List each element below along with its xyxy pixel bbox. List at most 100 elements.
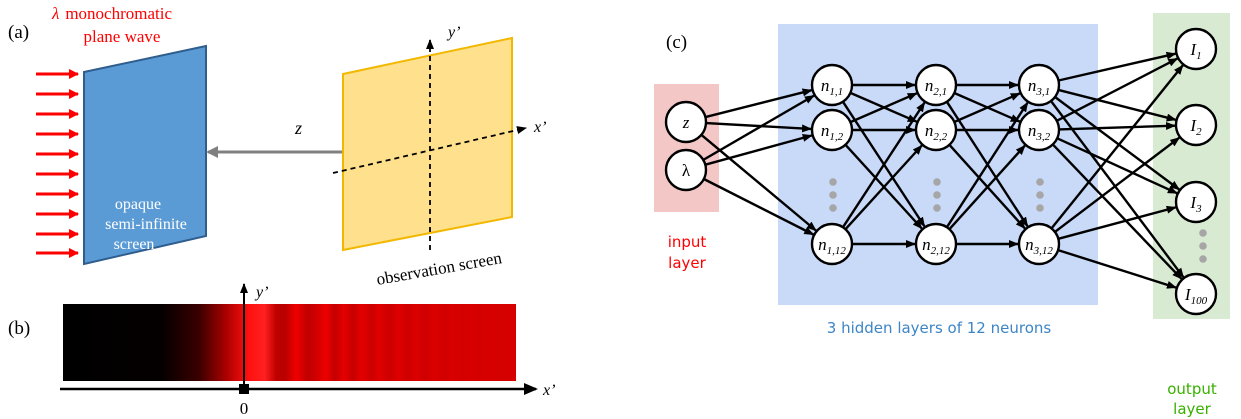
connection-arrow xyxy=(1056,57,1179,122)
input-layer-title-2: layer xyxy=(668,254,706,272)
hidden-neuron-circle xyxy=(810,108,854,152)
hidden-neuron: n1,12 xyxy=(810,222,854,266)
wave-caption-line1: λ monochromatic xyxy=(51,4,173,23)
network-connections xyxy=(700,51,1185,289)
hidden-neuron-circle xyxy=(914,222,958,266)
output-layer-title-1: output xyxy=(1167,380,1217,398)
hidden-ellipsis-dots xyxy=(829,178,1044,212)
hidden-neuron: n3,2 xyxy=(1017,108,1061,152)
distance-label: z xyxy=(294,118,302,138)
hidden-neuron: n1,2 xyxy=(810,108,854,152)
output-node-circle xyxy=(1174,103,1218,147)
diffraction-pattern xyxy=(63,304,516,381)
lambda-symbol: λ xyxy=(51,4,59,23)
output-node: I2 xyxy=(1174,103,1218,147)
connection-arrow xyxy=(1050,64,1184,230)
node-label: n1,1 xyxy=(821,76,843,98)
connection-arrow xyxy=(844,144,923,231)
y-prime-label-a: y’ xyxy=(446,24,460,41)
observation-screen-label: observation screen xyxy=(375,248,504,289)
opaque-screen-label-2: semi-infinite xyxy=(105,216,187,233)
opaque-screen-label-3: screen xyxy=(114,236,155,253)
connection-arrow xyxy=(1058,121,1176,131)
connection-arrow xyxy=(705,121,812,133)
node-label: I1 xyxy=(1189,40,1201,62)
connection-arrow xyxy=(703,177,815,236)
connection-arrow xyxy=(1058,88,1177,122)
node-label: n2,2 xyxy=(925,121,948,143)
connection-arrow xyxy=(948,144,1026,231)
origin-label: 0 xyxy=(240,399,249,418)
node-label: z xyxy=(682,113,690,132)
input-node: z xyxy=(664,100,708,144)
node-label: n3,2 xyxy=(1028,121,1051,143)
x-prime-axis xyxy=(332,126,527,174)
opaque-screen-label-1: opaque xyxy=(115,196,161,213)
node-label: n3,12 xyxy=(1025,235,1053,257)
connection-arrow xyxy=(841,101,926,228)
node-label: I2 xyxy=(1189,116,1202,138)
hidden-neuron-circle xyxy=(914,108,958,152)
network-nodes: z λ n1,1 n1,2 n1,12 n2,1 n2,2 n2,12 n3,1 n3,2 n3,1… xyxy=(664,27,1218,316)
x-prime-label-a: x’ xyxy=(533,119,546,136)
node-label: I3 xyxy=(1189,193,1202,215)
wave-caption-text: monochromatic xyxy=(65,4,172,23)
node-label: n2,1 xyxy=(925,76,947,98)
node-label: n3,1 xyxy=(1028,76,1050,98)
node-label: I100 xyxy=(1184,285,1208,307)
connection-arrow xyxy=(1058,51,1177,82)
panel-c-label: (c) xyxy=(666,32,687,53)
node-label: n1,2 xyxy=(821,121,844,143)
opaque-screen xyxy=(83,44,207,266)
panel-a-label: (a) xyxy=(8,22,29,43)
hidden-neuron: n2,12 xyxy=(914,222,958,266)
output-node-circle xyxy=(1174,27,1218,71)
incident-wave-arrows xyxy=(36,69,79,258)
connection-arrow xyxy=(1051,143,1183,280)
node-label: n1,12 xyxy=(818,235,846,257)
hidden-neuron-circle xyxy=(810,222,854,266)
x-prime-label-b: x’ xyxy=(542,382,555,399)
panel-c: (c) input layer 3 hidden layers of 12 ne… xyxy=(654,13,1230,418)
panel-b-label: (b) xyxy=(8,318,30,339)
connection-arrow xyxy=(945,101,1029,228)
hidden-neuron-circle xyxy=(1017,108,1061,152)
panel-a: (a) λ monochromatic plane wave opaque sem… xyxy=(8,4,546,289)
connection-arrow xyxy=(1054,136,1181,233)
output-node: I1 xyxy=(1174,27,1218,71)
output-node: I100 xyxy=(1174,272,1218,316)
hidden-neuron: n2,1 xyxy=(914,63,958,107)
connection-arrow xyxy=(705,88,813,119)
connection-arrow xyxy=(704,134,813,166)
connection-arrow xyxy=(702,94,815,161)
hidden-neuron-circle xyxy=(810,63,854,107)
panel-b: (b) y’ x’ 0 xyxy=(8,283,555,418)
input-layer-title-1: input xyxy=(668,233,707,251)
output-layer-title-2: layer xyxy=(1173,400,1211,418)
input-node-circle xyxy=(664,100,708,144)
hidden-neuron: n3,12 xyxy=(1017,222,1061,266)
connection-arrow xyxy=(1057,248,1177,289)
node-label: n2,12 xyxy=(922,235,950,257)
hidden-neuron-circle xyxy=(1017,222,1061,266)
input-node: λ xyxy=(664,148,708,192)
output-node: I3 xyxy=(1174,180,1218,224)
connection-arrow xyxy=(953,92,1021,124)
connection-arrow xyxy=(1056,137,1178,195)
node-label: λ xyxy=(682,161,691,180)
y-prime-label-b: y’ xyxy=(254,284,268,301)
connection-arrow xyxy=(1054,96,1181,191)
hidden-neuron-circle xyxy=(914,63,958,107)
connection-arrow xyxy=(1050,100,1185,278)
hidden-neuron: n1,1 xyxy=(810,63,854,107)
wave-caption-line2: plane wave xyxy=(84,27,161,46)
hidden-layers-title: 3 hidden layers of 12 neurons xyxy=(827,319,1052,337)
output-ellipsis-dots xyxy=(1199,229,1207,263)
connection-arrow xyxy=(1057,205,1177,240)
observation-screen xyxy=(342,36,513,252)
hidden-neuron-circle xyxy=(1017,63,1061,107)
hidden-neuron: n3,1 xyxy=(1017,63,1061,107)
output-node-circle xyxy=(1174,180,1218,224)
hidden-neuron: n2,2 xyxy=(914,108,958,152)
output-node-circle xyxy=(1174,272,1218,316)
